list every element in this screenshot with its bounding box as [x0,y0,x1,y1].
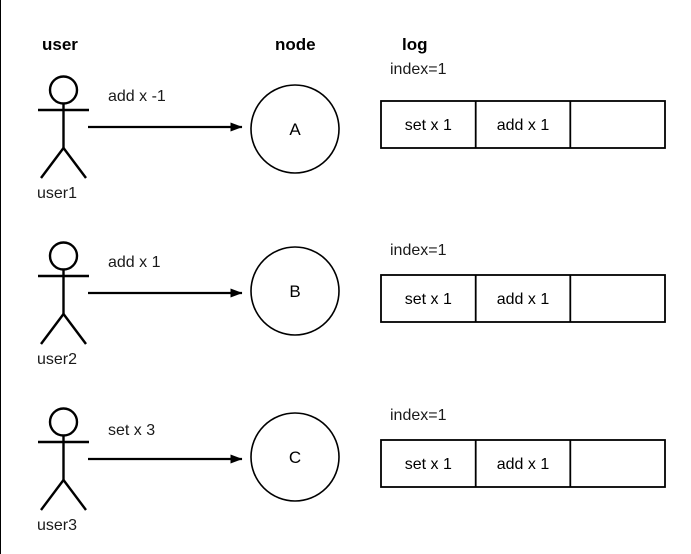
left-edge-rule [0,0,1,554]
actor-label-user2: user2 [37,351,78,368]
log-cell: set x 1 [405,291,452,308]
actor-figure-user3 [38,407,89,511]
actor-label-user1: user1 [37,185,78,202]
node-circle-b: B [250,246,340,336]
log-index-label-row-3: index=1 [390,407,447,424]
column-header-log: log [402,35,428,54]
log-table-row-3: set x 1 add x 1 [380,439,666,488]
node-letter-b: B [289,282,300,301]
edge-label-row-2: add x 1 [108,254,161,271]
log-cell: add x 1 [497,117,550,134]
actor-figure-user1 [38,75,89,179]
node-letter-a: A [289,120,301,139]
log-cell: set x 1 [405,117,452,134]
log-index-label-row-1: index=1 [390,61,447,78]
column-header-user: user [42,35,78,54]
edge-label-row-3: set x 3 [108,422,156,439]
log-cell: add x 1 [497,456,550,473]
node-circle-a: A [250,84,340,174]
actor-label-user3: user3 [37,517,78,534]
actor-figure-user2 [38,241,89,345]
log-cell: set x 1 [405,456,452,473]
log-cell: add x 1 [497,291,550,308]
log-index-label-row-2: index=1 [390,242,447,259]
log-table-row-2: set x 1 add x 1 [380,274,666,323]
edge-label-row-1: add x -1 [108,88,166,105]
node-letter-c: C [289,448,301,467]
column-header-node: node [275,35,316,54]
log-table-row-1: set x 1 add x 1 [380,100,666,149]
node-circle-c: C [250,412,340,502]
